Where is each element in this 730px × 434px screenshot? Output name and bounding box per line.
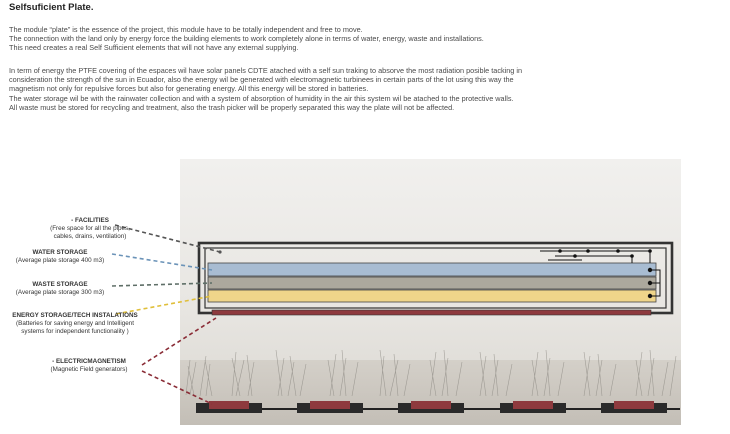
text-line: The water storage wil be with the rainwa… — [9, 93, 514, 103]
magnet-generator-core — [513, 401, 553, 409]
waste-storage-note: (Average plate storage 300 m3) — [15, 289, 105, 297]
electromagnetism-heading: - ELECTRICMAGNETISM — [52, 358, 126, 365]
text-line: The module “plate” is the essence of the… — [9, 25, 363, 34]
facilities-note: cables, drains, ventilation) — [53, 233, 127, 241]
page-title: Selfsuficient Plate. — [9, 2, 94, 13]
energy-storage-layer — [207, 289, 657, 303]
magnet-leader-line-lower — [141, 370, 213, 405]
text-line: consideration the strength of the sun in… — [9, 75, 514, 85]
waste-storage-label: WASTE STORAGE (Average plate storage 300… — [8, 281, 112, 297]
text-line: In term of energy the PTFE covering of t… — [9, 66, 523, 75]
energy-storage-label: ENERGY STORAGE/TECH INSTALATIONS (Batter… — [10, 312, 140, 337]
water-storage-heading: WATER STORAGE — [32, 249, 88, 256]
waste-leader-line — [111, 282, 213, 287]
electromagnetism-label: - ELECTRICMAGNETISM (Magnetic Field gene… — [36, 358, 142, 374]
plate-magnet-strip — [211, 309, 652, 316]
magnet-generator-core — [209, 401, 249, 409]
electromagnetism-note: (Magnetic Field generators) — [50, 366, 128, 374]
wiring-nodes — [558, 249, 653, 299]
intro-paragraph: The module “plate” is the essence of the… — [9, 25, 484, 53]
text-line: magnetism not only for repulsive forces … — [9, 84, 369, 94]
text-line: The connection with the land only by ene… — [9, 34, 484, 44]
magnet-leader-line-upper — [141, 317, 217, 366]
magnetic-field-generators — [196, 401, 667, 413]
facilities-label: - FACILITIES (Free space for all the pip… — [30, 217, 150, 242]
plate-inner-frame — [204, 247, 667, 309]
water-storage-layer — [207, 262, 657, 277]
energy-storage-note: systems for independent functionality ) — [21, 328, 129, 336]
water-leader-line — [111, 253, 213, 271]
energy-storage-note: (Batteries for saving energy and Intelli… — [16, 320, 134, 328]
text-line: All waste must be stored for recycling a… — [9, 102, 455, 112]
magnet-generator-core — [614, 401, 654, 409]
facilities-note: (Free space for all the pipes, — [50, 225, 130, 233]
text-line: This need creates a real Self Sufficient… — [9, 43, 299, 53]
water-storage-note: (Average plate storage 400 m3) — [15, 257, 105, 265]
waste-storage-heading: WASTE STORAGE — [32, 281, 88, 288]
waste-storage-layer — [207, 276, 657, 290]
magnet-generator-core — [310, 401, 350, 409]
systems-paragraph: In term of energy the PTFE covering of t… — [9, 66, 522, 112]
facilities-leader-dot — [218, 250, 222, 254]
magnet-generator-core — [411, 401, 451, 409]
energy-storage-heading: ENERGY STORAGE/TECH INSTALATIONS — [12, 312, 138, 319]
energy-leader-line — [115, 295, 213, 315]
facilities-heading: - FACILITIES — [71, 217, 109, 224]
water-storage-label: WATER STORAGE (Average plate storage 400… — [8, 249, 112, 265]
grass-texture — [185, 349, 677, 397]
